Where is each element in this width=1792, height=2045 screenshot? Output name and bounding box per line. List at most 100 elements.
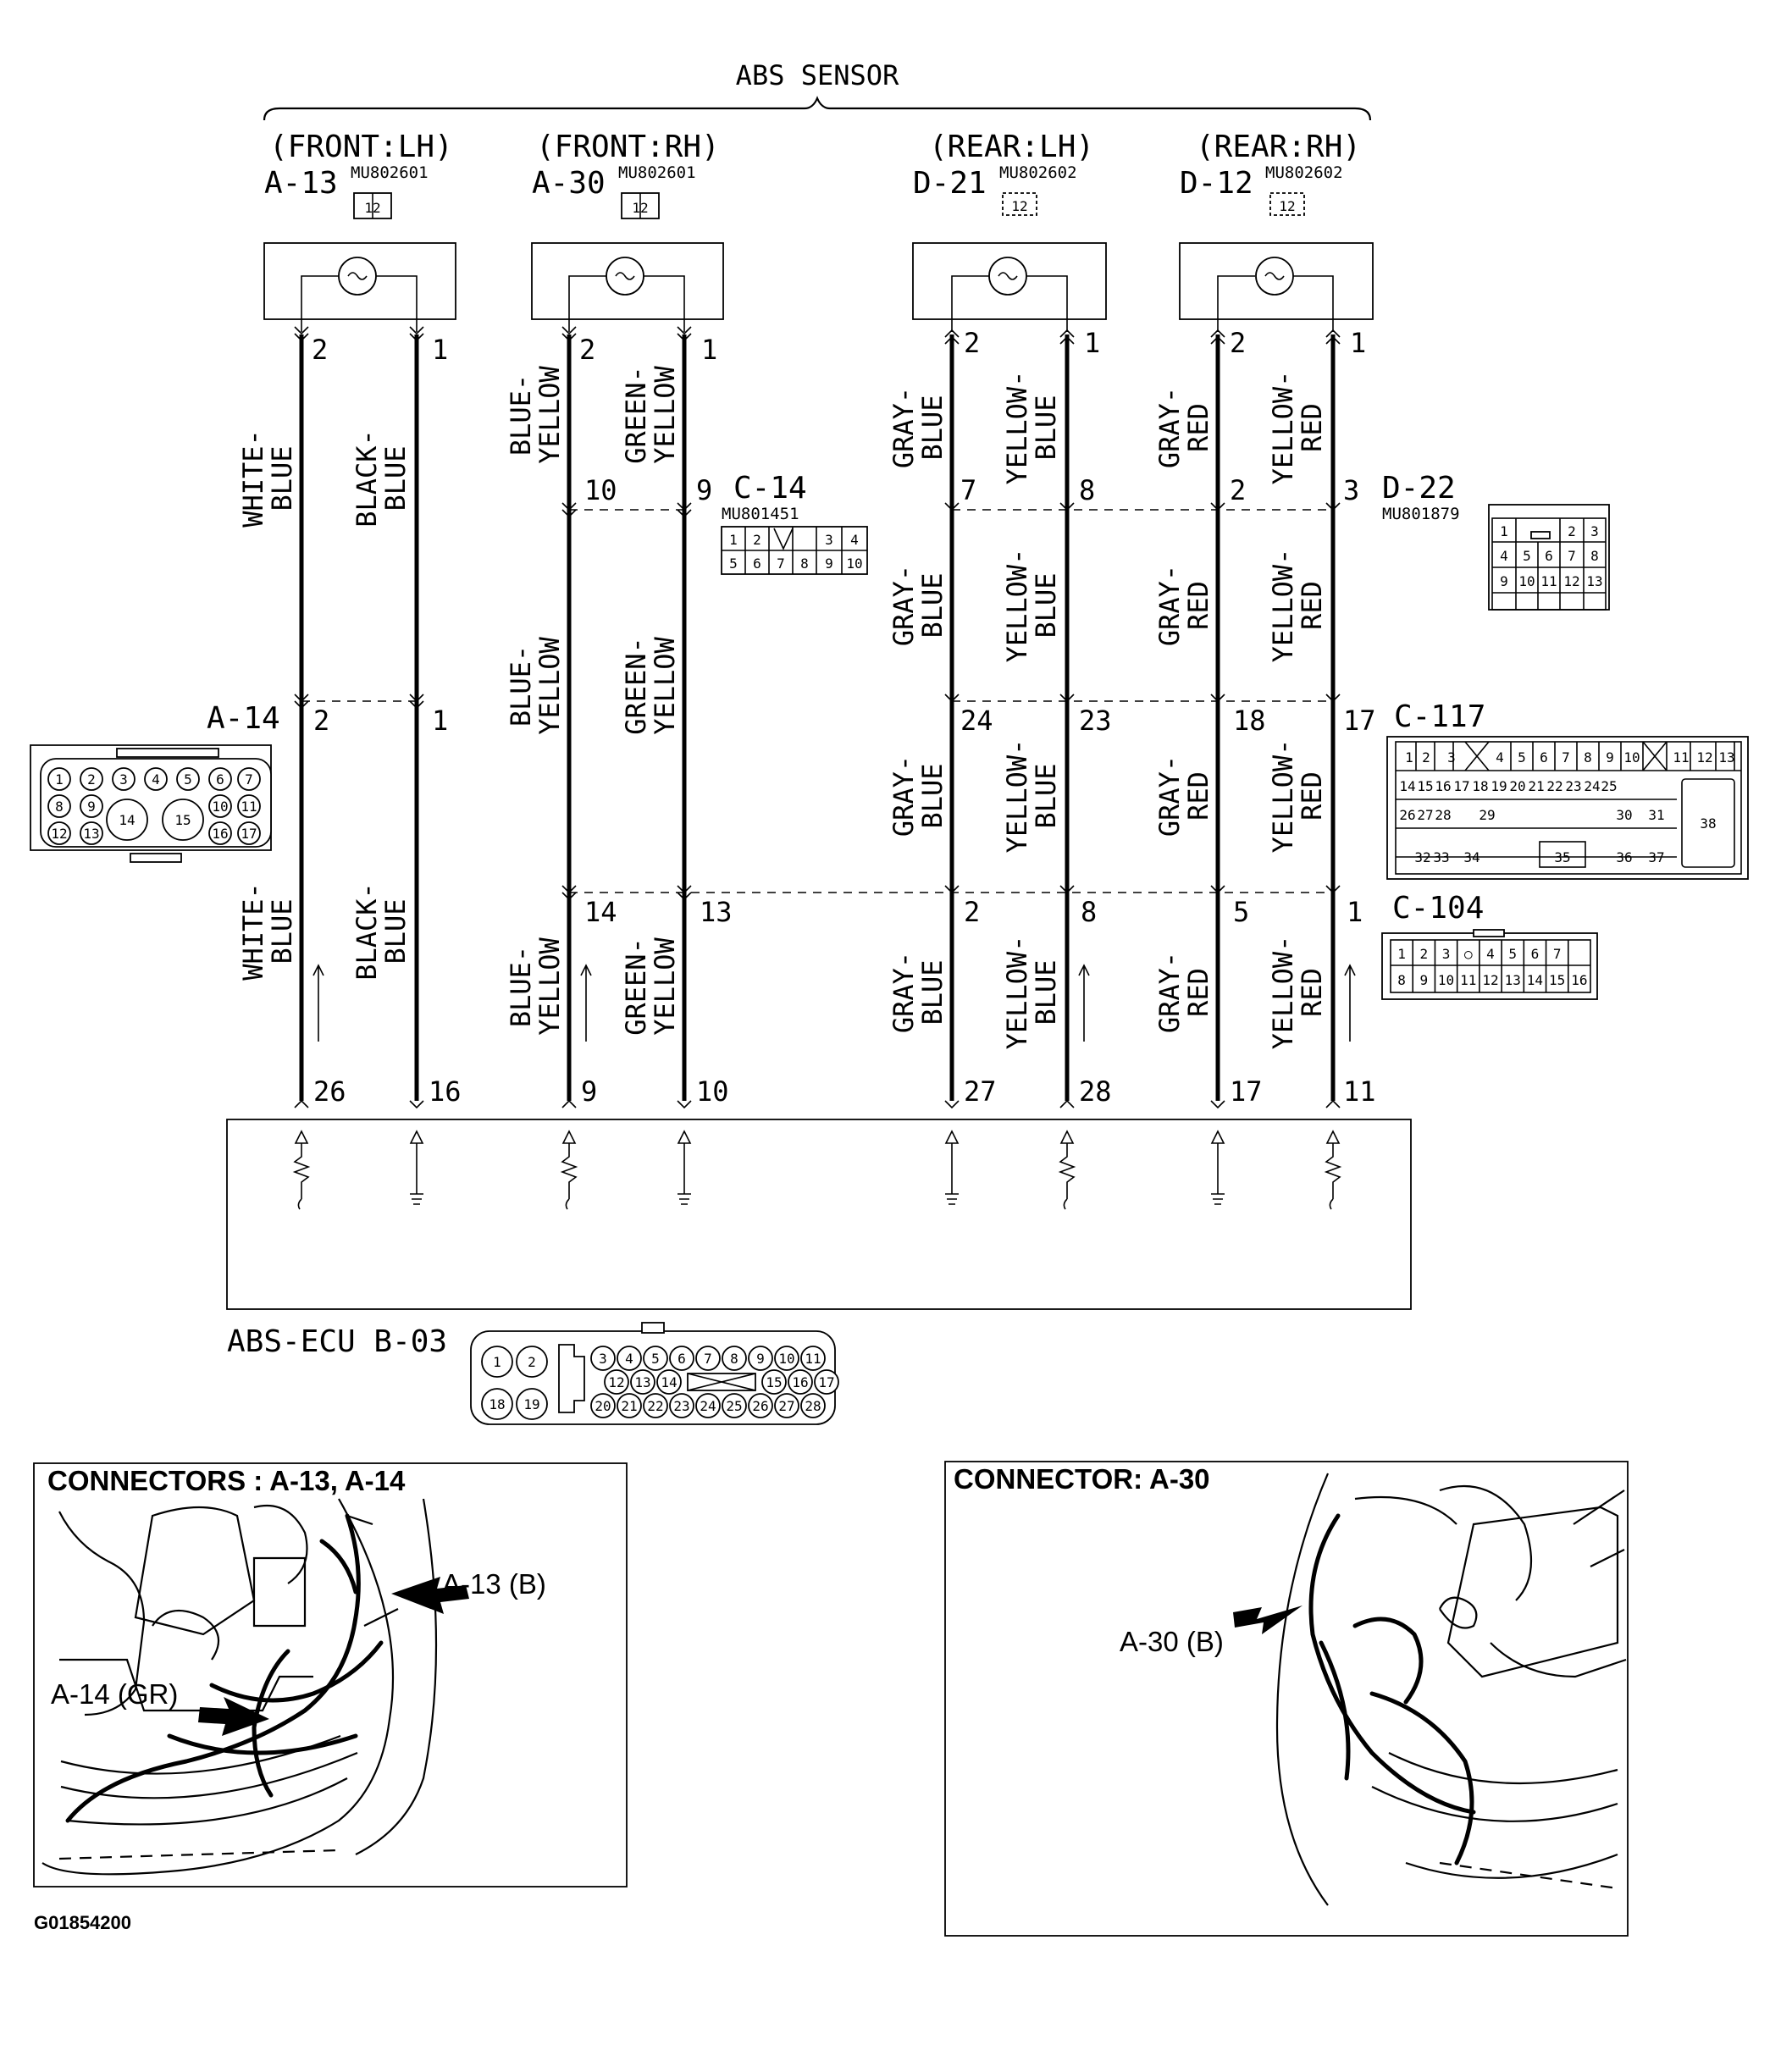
pin-label: 31 xyxy=(1648,807,1664,823)
svg-text:17: 17 xyxy=(1343,705,1376,737)
pin-circle xyxy=(669,1393,694,1418)
pin-label: 23 xyxy=(673,1398,689,1414)
svg-text:2: 2 xyxy=(1230,327,1246,359)
svg-text:4: 4 xyxy=(1500,548,1508,564)
connector-d22: D-22 MU801879 1 2 3 4 5 6 7 8 9 10 11 12… xyxy=(1382,471,1610,611)
connector-location-panel-right: CONNECTOR: A-30 A-30 (B) xyxy=(944,1461,1629,1937)
sensor-front-lh-box xyxy=(263,242,456,332)
pin-label: 12 xyxy=(1696,749,1712,765)
svg-text:BLUE: BLUE xyxy=(379,898,412,964)
panel-title: CONNECTOR: A-30 xyxy=(954,1463,1210,1495)
svg-text:28: 28 xyxy=(1079,1075,1112,1108)
svg-text:1: 1 xyxy=(1084,327,1100,359)
pin-label: 30 xyxy=(1616,807,1632,823)
connector-d12-icon: 12 xyxy=(1269,192,1305,216)
pin-label: 27 xyxy=(1417,807,1433,823)
pin-label: 37 xyxy=(1648,849,1664,865)
pin-circle xyxy=(630,1369,655,1395)
pin-label: 27 xyxy=(778,1398,794,1414)
pin-label: 36 xyxy=(1616,849,1632,865)
svg-text:3: 3 xyxy=(1590,523,1599,539)
pin-label: 2 xyxy=(1420,946,1429,962)
pointer-arrow-icon xyxy=(198,1697,269,1736)
pin-label: 4 xyxy=(1486,946,1495,962)
svg-text:BLUE-: BLUE- xyxy=(505,645,537,727)
svg-text:8: 8 xyxy=(1081,896,1097,928)
connector-splice-lines xyxy=(301,509,1333,893)
pin-label: 4 xyxy=(1496,749,1504,765)
svg-text:GREEN-: GREEN- xyxy=(620,937,652,1036)
svg-text:2: 2 xyxy=(964,896,980,928)
svg-text:GRAY-: GRAY- xyxy=(1153,565,1186,646)
svg-text:17: 17 xyxy=(1230,1075,1263,1108)
pin-label: 2 xyxy=(1422,749,1430,765)
pin-label: 26 xyxy=(1399,807,1415,823)
svg-text:4: 4 xyxy=(152,771,160,788)
svg-text:2: 2 xyxy=(753,532,761,548)
svg-text:5: 5 xyxy=(1233,896,1249,928)
sensor-part-number: MU802602 xyxy=(1265,163,1343,182)
svg-text:9: 9 xyxy=(1500,573,1508,589)
svg-text:14: 14 xyxy=(584,896,617,928)
pin-label: 24 xyxy=(700,1398,716,1414)
pin-label: 29 xyxy=(1479,807,1495,823)
svg-text:8: 8 xyxy=(800,555,809,572)
callout-a30: A-30 (B) xyxy=(1120,1606,1303,1657)
pin-circle xyxy=(748,1393,773,1418)
sensor-position: (FRONT:LH) xyxy=(269,130,453,164)
pointer-arrow-icon xyxy=(391,1577,469,1614)
pin-circle xyxy=(800,1346,826,1371)
svg-text:6: 6 xyxy=(216,771,224,788)
pin-label: 9 xyxy=(756,1351,765,1367)
sensor-rear-lh-box xyxy=(912,242,1107,332)
svg-text:13: 13 xyxy=(700,896,733,928)
pin-label: 10 xyxy=(778,1351,794,1367)
pin-label: 5 xyxy=(651,1351,660,1367)
svg-text:4: 4 xyxy=(850,532,859,548)
svg-text:3: 3 xyxy=(825,532,833,548)
svg-text:11: 11 xyxy=(1343,1075,1376,1108)
svg-text:14: 14 xyxy=(119,812,135,828)
pin-circle xyxy=(722,1346,747,1371)
connector-name: C-14 xyxy=(733,471,807,506)
svg-text:3: 3 xyxy=(1343,474,1359,506)
callout-label: A-30 (B) xyxy=(1120,1626,1224,1657)
svg-text:7: 7 xyxy=(777,555,785,572)
sensor-connector-id: A-13 xyxy=(264,166,338,201)
pin-label: 9 xyxy=(1606,749,1614,765)
svg-text:RED: RED xyxy=(1296,771,1328,821)
sensor-part-number: MU802601 xyxy=(351,163,429,182)
svg-text:YELLOW-: YELLOW- xyxy=(1001,936,1033,1050)
pin-label: 21 xyxy=(621,1398,637,1414)
svg-text:8: 8 xyxy=(1079,474,1095,506)
pin-blank-icon: ○ xyxy=(1464,946,1473,962)
svg-text:BLUE: BLUE xyxy=(916,572,949,638)
svg-text:YELLOW: YELLOW xyxy=(534,636,566,734)
svg-text:1: 1 xyxy=(55,771,64,788)
pin-label: 10 xyxy=(1623,749,1640,765)
pin-label: 11 xyxy=(805,1351,821,1367)
svg-text:6: 6 xyxy=(753,555,761,572)
svg-text:YELLOW-: YELLOW- xyxy=(1001,739,1033,854)
svg-text:YELLOW-: YELLOW- xyxy=(1267,936,1299,1050)
sensor-position: (FRONT:RH) xyxy=(536,130,720,164)
svg-text:23: 23 xyxy=(1079,705,1112,737)
sensor-position: (REAR:LH) xyxy=(929,130,1094,164)
pin-circle xyxy=(761,1369,787,1395)
pin-label: 3 xyxy=(1442,946,1451,962)
figure-code: G01854200 xyxy=(34,1912,131,1933)
svg-text:YELLOW: YELLOW xyxy=(534,937,566,1035)
pin-label: 6 xyxy=(1540,749,1548,765)
pin-label: 7 xyxy=(704,1351,712,1367)
svg-text:BLUE: BLUE xyxy=(1030,395,1062,460)
pin-circle xyxy=(516,1388,548,1420)
svg-text:2: 2 xyxy=(579,334,595,366)
svg-text:16: 16 xyxy=(212,826,228,842)
connector-d21-icon: 12 xyxy=(1002,192,1037,216)
svg-text:9: 9 xyxy=(825,555,833,572)
ecu-label: ABS-ECU B-03 xyxy=(227,1324,447,1359)
svg-text:9: 9 xyxy=(87,799,96,815)
svg-text:5: 5 xyxy=(1523,548,1531,564)
svg-text:2: 2 xyxy=(87,771,96,788)
svg-text:3: 3 xyxy=(119,771,128,788)
